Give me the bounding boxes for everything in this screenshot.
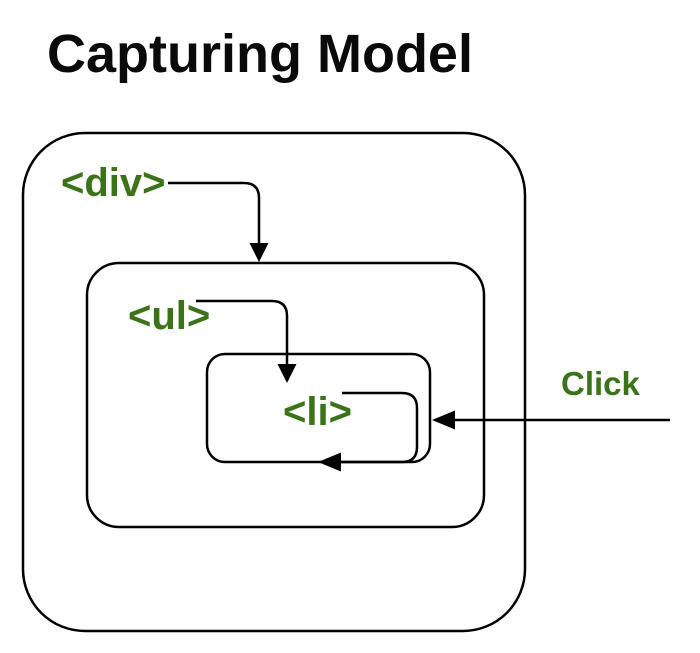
li-loop-arrow-line	[341, 391, 419, 464]
ul-to-li-arrow-line	[196, 299, 289, 364]
left-arrowhead-icon	[432, 410, 455, 430]
ul-element-box	[85, 261, 486, 529]
click-label: Click	[561, 365, 641, 402]
page-title: Capturing Model	[47, 24, 473, 84]
li-tag-label: <li>	[283, 390, 352, 434]
ul-to-li-arrow	[196, 299, 297, 383]
left-arrowhead-icon	[318, 452, 341, 472]
down-arrowhead-icon	[277, 364, 297, 383]
div-to-ul-arrow-line	[168, 181, 261, 244]
li-loop-arrow	[318, 391, 419, 472]
div-tag-label: <div>	[61, 161, 166, 205]
down-arrowhead-icon	[249, 243, 269, 262]
div-to-ul-arrow	[168, 181, 269, 262]
div-element-box	[21, 131, 527, 633]
click-arrow	[432, 410, 670, 430]
